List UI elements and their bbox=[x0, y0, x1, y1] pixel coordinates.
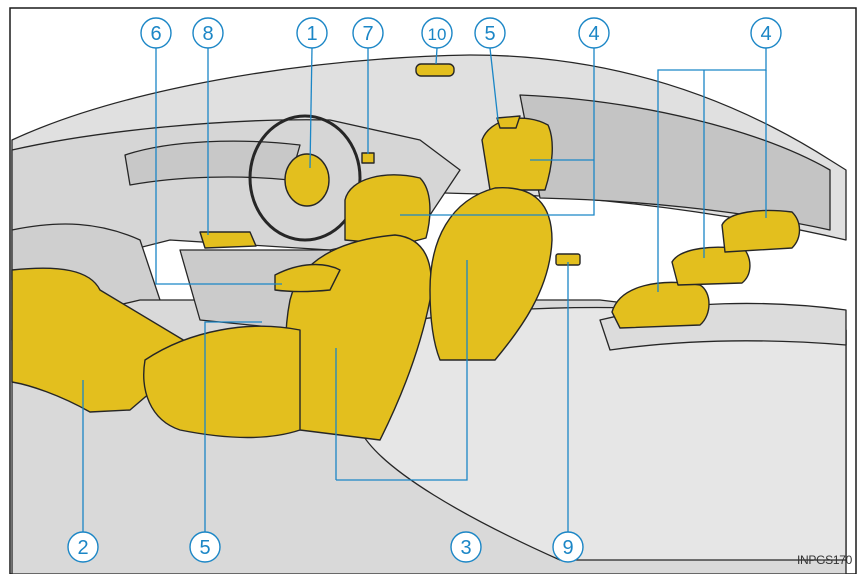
leader-4b bbox=[657, 48, 767, 292]
leader-5b bbox=[204, 321, 262, 532]
callout-3-label: 3 bbox=[460, 537, 471, 559]
highlighted-parts bbox=[11, 63, 801, 441]
steering-wheel bbox=[248, 114, 362, 242]
callout-3: 3 bbox=[450, 531, 482, 563]
rear-headrest-right bbox=[721, 209, 801, 253]
rear-headrest-left bbox=[611, 281, 710, 329]
driver-headrest bbox=[344, 174, 431, 246]
callout-4-rear: 4 bbox=[750, 17, 782, 49]
rear-glass bbox=[519, 94, 831, 231]
passenger-seatback bbox=[429, 187, 553, 361]
callout-5-bottom: 5 bbox=[189, 531, 221, 563]
driver-seat-cushion bbox=[143, 325, 301, 439]
roof-grab-handle bbox=[415, 63, 455, 77]
callout-2: 2 bbox=[67, 531, 99, 563]
diagram-frame bbox=[9, 7, 857, 574]
callout-8: 8 bbox=[192, 17, 224, 49]
callout-5-top: 5 bbox=[474, 17, 506, 49]
figure-reference-code: INPGS170 bbox=[797, 553, 852, 567]
leader-4a bbox=[400, 48, 595, 216]
dash-switch bbox=[361, 152, 375, 164]
callouts: 1 2 3 4 4 5 5 6 bbox=[67, 17, 782, 563]
callout-8-label: 8 bbox=[202, 23, 213, 45]
callout-10: 10 bbox=[421, 17, 453, 49]
steering-wheel-hub bbox=[284, 153, 330, 207]
callout-6: 6 bbox=[140, 17, 172, 49]
shade-hook bbox=[496, 115, 521, 129]
callout-1-label: 1 bbox=[306, 23, 317, 45]
rear-headrest-center bbox=[671, 246, 751, 286]
leader-10 bbox=[435, 47, 438, 65]
callout-4-front: 4 bbox=[578, 17, 610, 49]
callout-4-front-label: 4 bbox=[588, 23, 599, 45]
callout-2-label: 2 bbox=[77, 537, 88, 559]
console-tray bbox=[199, 231, 257, 249]
leader-6 bbox=[155, 48, 282, 285]
callout-4-rear-label: 4 bbox=[760, 23, 771, 45]
callout-5-bottom-label: 5 bbox=[199, 537, 210, 559]
callout-6-label: 6 bbox=[150, 23, 161, 45]
callout-1: 1 bbox=[296, 17, 328, 49]
callout-9: 9 bbox=[552, 531, 584, 563]
leader-lines bbox=[82, 47, 767, 532]
callout-9-label: 9 bbox=[562, 537, 573, 559]
callout-10-label: 10 bbox=[428, 25, 447, 44]
leader-5a bbox=[489, 47, 499, 121]
leader-3 bbox=[336, 260, 468, 481]
leader-1 bbox=[309, 47, 313, 169]
callout-5-top-label: 5 bbox=[484, 23, 495, 45]
passenger-headrest bbox=[481, 117, 553, 191]
callout-7: 7 bbox=[352, 17, 384, 49]
callout-7-label: 7 bbox=[362, 23, 373, 45]
armrest bbox=[274, 263, 341, 293]
